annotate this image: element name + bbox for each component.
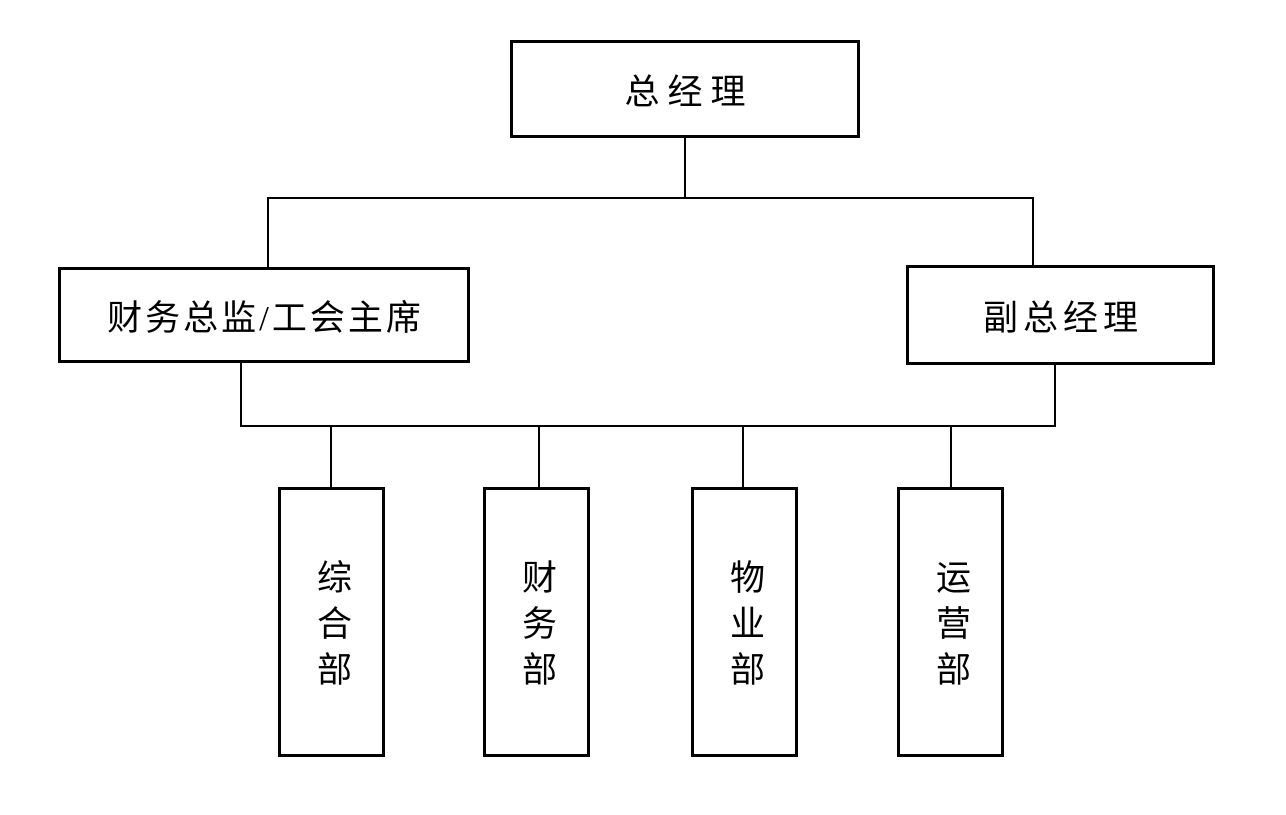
dept-finance-label: 财务部 [517, 558, 556, 697]
connector-finance-director-in [267, 197, 269, 267]
org-box-dept-property: 物业部 [691, 487, 798, 757]
org-box-deputy-general-manager: 副总经理 [906, 265, 1215, 365]
connector-finance-director-out [240, 361, 242, 426]
finance-director-union-chairman-label: 财务总监/工会主席 [107, 298, 424, 338]
deputy-general-manager-label: 副总经理 [982, 298, 1143, 338]
connector-level2-horizontal [267, 197, 1034, 199]
connector-deputy-gm-out [1054, 363, 1056, 426]
dept-property-label: 物业部 [725, 558, 764, 697]
org-box-dept-general: 综合部 [278, 487, 385, 757]
dept-operations-label: 运营部 [931, 558, 970, 697]
connector-dept-finance-drop [538, 425, 540, 488]
connector-dept-operations-drop [950, 425, 952, 488]
connector-departments-horizontal [240, 425, 1056, 427]
org-box-dept-finance: 财务部 [483, 487, 590, 757]
org-box-dept-operations: 运营部 [897, 487, 1004, 757]
org-box-finance-director-union-chairman: 财务总监/工会主席 [58, 267, 470, 363]
connector-dept-property-drop [742, 425, 744, 488]
dept-general-label: 综合部 [312, 558, 351, 697]
connector-deputy-gm-in [1032, 197, 1034, 265]
general-manager-label: 总经理 [624, 72, 754, 112]
connector-dept-general-drop [330, 425, 332, 488]
org-box-general-manager: 总经理 [510, 40, 860, 138]
connector-root-drop [684, 138, 686, 198]
